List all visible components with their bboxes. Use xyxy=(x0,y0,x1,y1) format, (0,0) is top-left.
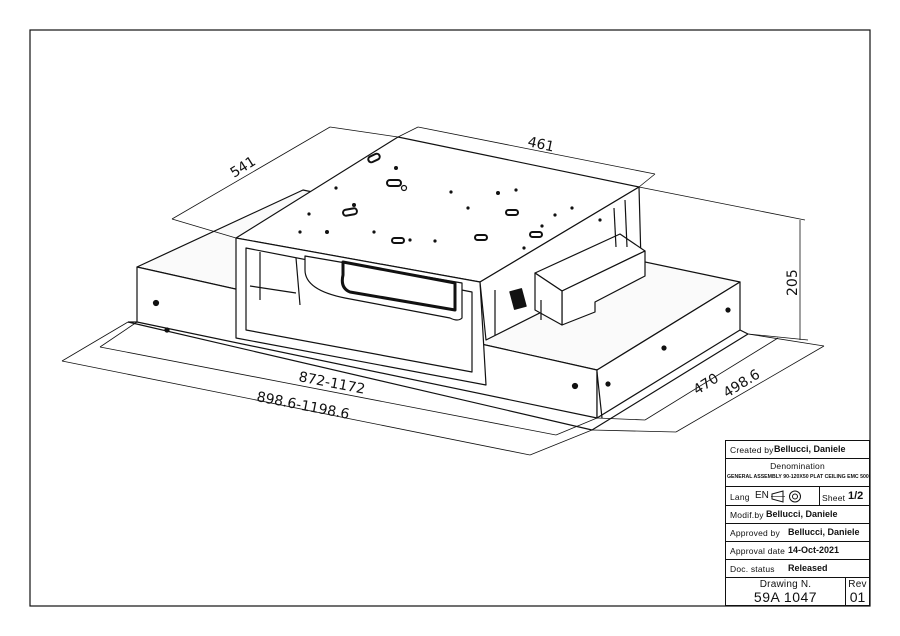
modif-value: Bellucci, Daniele xyxy=(766,509,838,519)
rev-label: Rev xyxy=(848,579,867,590)
approval-date-row: Approval date 14-Oct-2021 xyxy=(726,542,869,560)
approved-by-label: Approved by xyxy=(730,528,780,538)
denomination-row: Denomination GENERAL ASSEMBLY 90-120X50 … xyxy=(726,459,869,487)
dim-length-outer: 898.6-1198.6 xyxy=(255,389,351,423)
doc-status-label: Doc. status xyxy=(730,564,775,574)
created-by-value: Bellucci, Daniele xyxy=(774,444,846,454)
drawing-number-row: Drawing N. 59A 1047 Rev 01 xyxy=(726,578,869,605)
doc-status-value: Released xyxy=(788,563,828,573)
approval-date-label: Approval date xyxy=(730,546,786,556)
dim-length-inner: 872-1172 xyxy=(297,369,366,398)
approved-by-row: Approved by Bellucci, Daniele xyxy=(726,524,869,542)
lang-label: Lang xyxy=(730,492,750,502)
dim-height: 205 xyxy=(785,269,801,296)
dim-depth-inner: 470 xyxy=(691,371,722,399)
electrical-box-side xyxy=(534,272,563,326)
denomination-value: GENERAL ASSEMBLY 90-120X50 PLAT CEILING … xyxy=(727,474,869,480)
dim-depth-outer: 498.6 xyxy=(721,367,764,402)
rev-value: 01 xyxy=(849,589,866,605)
modif-row: Modif.by Bellucci, Daniele xyxy=(726,506,869,524)
drawing-no-value: 59A 1047 xyxy=(753,589,818,605)
approved-by-value: Bellucci, Daniele xyxy=(788,527,860,537)
approval-date-value: 14-Oct-2021 xyxy=(788,545,840,555)
sheet-value: 1/2 xyxy=(848,490,864,502)
lang-sheet-row: Lang EN Sheet 1/2 xyxy=(726,487,869,506)
dimension-lines xyxy=(61,126,825,456)
drawing-frame xyxy=(29,29,871,607)
denomination-label: Denomination xyxy=(770,461,825,471)
modif-label: Modif.by xyxy=(730,510,764,520)
hood-assembly xyxy=(127,136,749,431)
created-by-row: Created by Bellucci, Daniele xyxy=(726,441,869,459)
created-by-label: Created by xyxy=(730,445,774,455)
dim-width-top: 461 xyxy=(526,134,555,155)
title-block: Created by Bellucci, Daniele Denominatio… xyxy=(725,440,870,606)
drawing-no-label: Drawing N. xyxy=(759,579,812,590)
doc-status-row: Doc. status Released xyxy=(726,560,869,578)
projection-symbol-icon xyxy=(771,490,801,503)
lang-value: EN xyxy=(755,490,769,501)
sheet-label: Sheet xyxy=(822,493,846,503)
